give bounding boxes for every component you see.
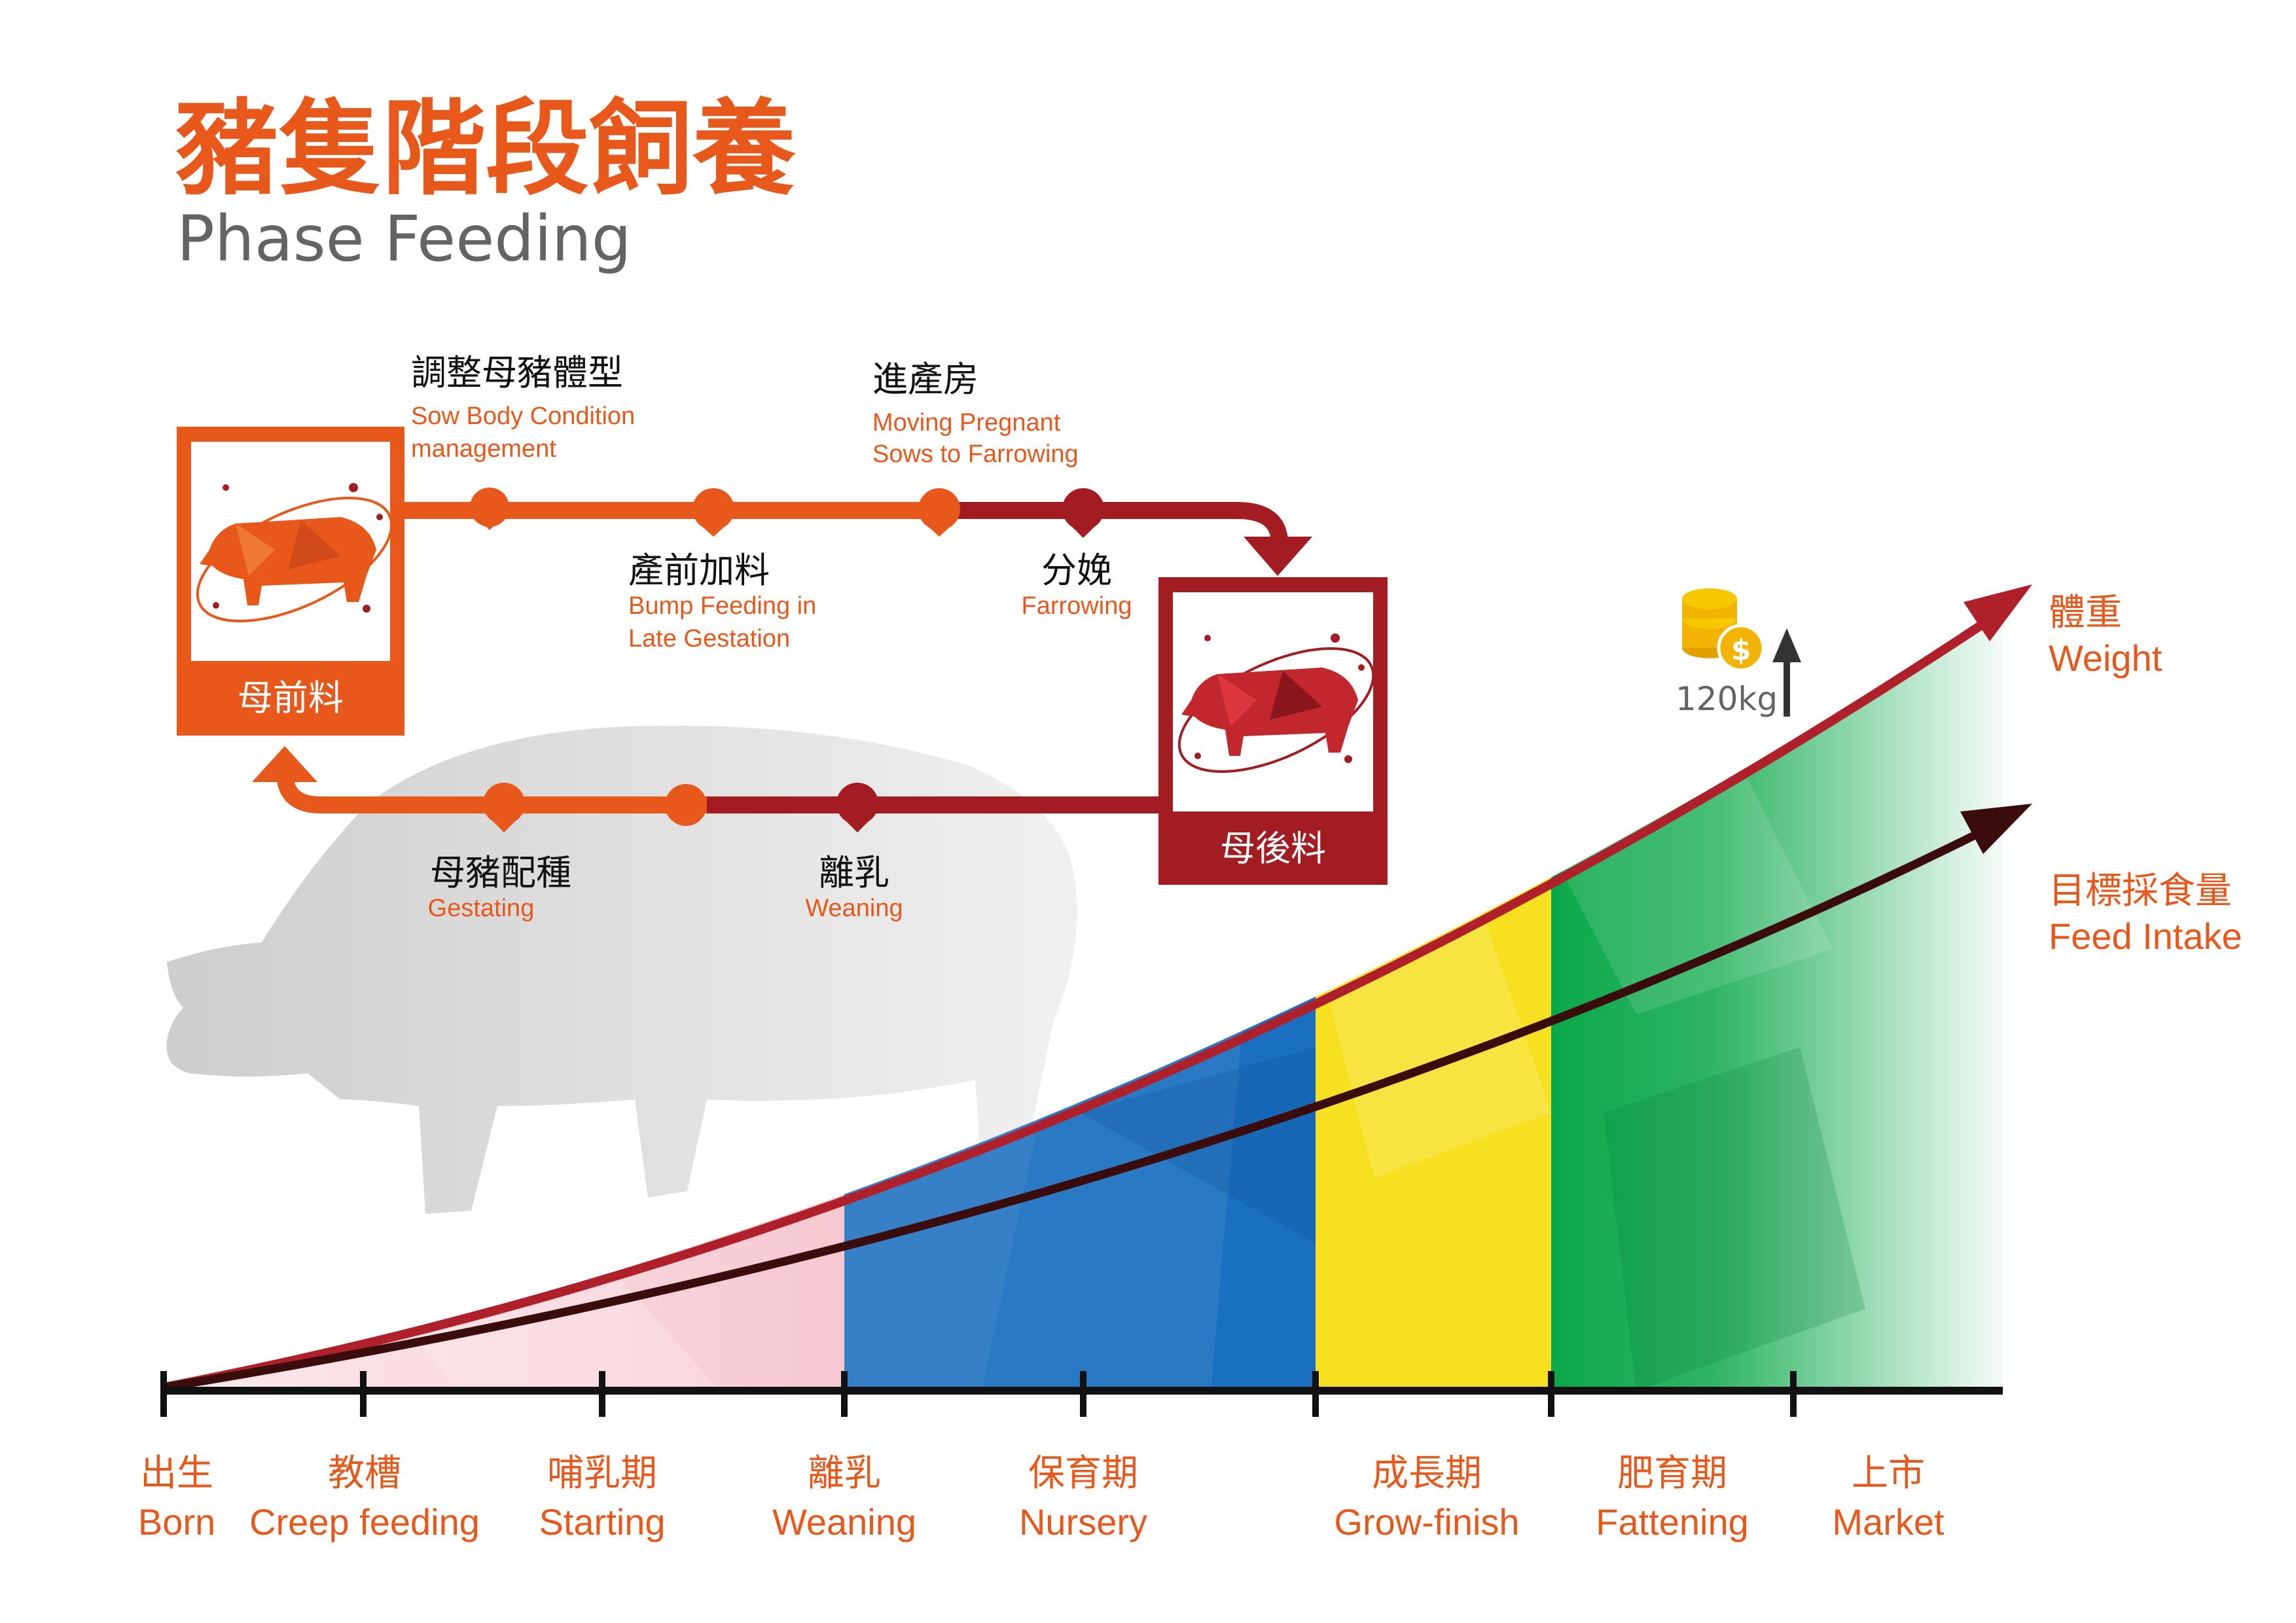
timeline-ticks [160,1371,1797,1417]
weight-curve [162,611,1999,1392]
timeline-label-zh: 出生 [140,1452,213,1495]
post-feed-box: 母後料 [1158,577,1388,885]
step-label-en: Late Gestation [628,625,790,652]
cycle-marker [470,488,509,530]
pig-silhouette-icon [166,725,1077,1214]
step-label-en: management [411,435,556,463]
timeline-label-zh: 上市 [1852,1452,1925,1495]
step-label-en: Moving Pregnant [872,409,1061,437]
step-label-en: Farrowing [1022,592,1132,620]
cycle-marker [1062,488,1104,538]
timeline-label-zh: 成長期 [1372,1452,1482,1495]
coin-stack-icon: $ [1682,588,1765,672]
timeline-label-zh: 教槽 [328,1452,401,1495]
cycle-up-arrowhead [252,746,317,782]
cycle-top-red [939,502,1288,544]
step-label-zh: 進產房 [872,359,978,400]
timeline-label-en: Weaning [772,1501,916,1543]
timeline-label-zh: 保育期 [1028,1452,1138,1495]
step-label-en: Sow Body Condition [411,402,635,430]
pre-feed-label: 母前料 [238,677,344,719]
feed-arrowhead [1960,804,2032,854]
timeline-label-zh: 離乳 [808,1452,881,1495]
title-en: Phase Feeding [177,202,632,276]
timeline-label-en: Nursery [1019,1501,1147,1543]
cycle-marker [836,783,878,832]
step-label-en: Weaning [805,895,903,922]
pre-feed-box: 母前料 [177,427,404,736]
cycle-down-arrowhead [1244,537,1312,576]
weight-arrowhead [1964,584,2032,641]
step-label-zh: 調整母豬體型 [411,352,623,393]
market-weight: 120kg [1676,680,1778,718]
svg-text:$: $ [1731,633,1751,667]
up-arrow-icon [1772,628,1801,717]
post-feed-label: 母後料 [1220,828,1326,869]
step-label-en: Bump Feeding in [628,592,816,620]
step-label-en: Gestating [428,895,535,922]
weight-label-zh: 體重 [2049,592,2122,634]
timeline-label-en: Grow-finish [1334,1501,1519,1543]
timeline-label-zh: 肥育期 [1617,1452,1727,1495]
title-zh: 豬隻階段飼養 [175,89,796,209]
step-label-en: Sows to Farrowing [872,440,1079,468]
feed-curve [162,821,1998,1392]
step-label-zh: 分娩 [1041,550,1112,591]
timeline-label-en: Born [138,1501,215,1543]
cycle-marker [483,783,525,832]
cycle-marker [692,488,734,537]
timeline-label-en: Market [1832,1501,1945,1543]
timeline-label-en: Fattening [1596,1501,1749,1543]
pig-orange-icon [196,483,393,622]
timeline-labels: 出生 Born 教槽 Creep feeding 哺乳期 Starting 離乳… [138,1452,1945,1543]
cycle-marker [918,488,960,537]
pig-red-icon [1177,633,1375,773]
step-label-zh: 產前加料 [628,550,770,591]
timeline-label-zh: 哺乳期 [547,1452,657,1495]
cycle-marker [665,784,707,826]
feed-label-en: Feed Intake [2049,916,2242,957]
step-label-zh: 母豬配種 [430,852,571,893]
weight-label-en: Weight [2049,637,2162,679]
timeline-label-en: Creep feeding [249,1501,480,1543]
timeline-label-en: Starting [539,1501,666,1543]
feed-label-zh: 目標採食量 [2049,870,2232,912]
step-label-zh: 離乳 [819,852,889,893]
